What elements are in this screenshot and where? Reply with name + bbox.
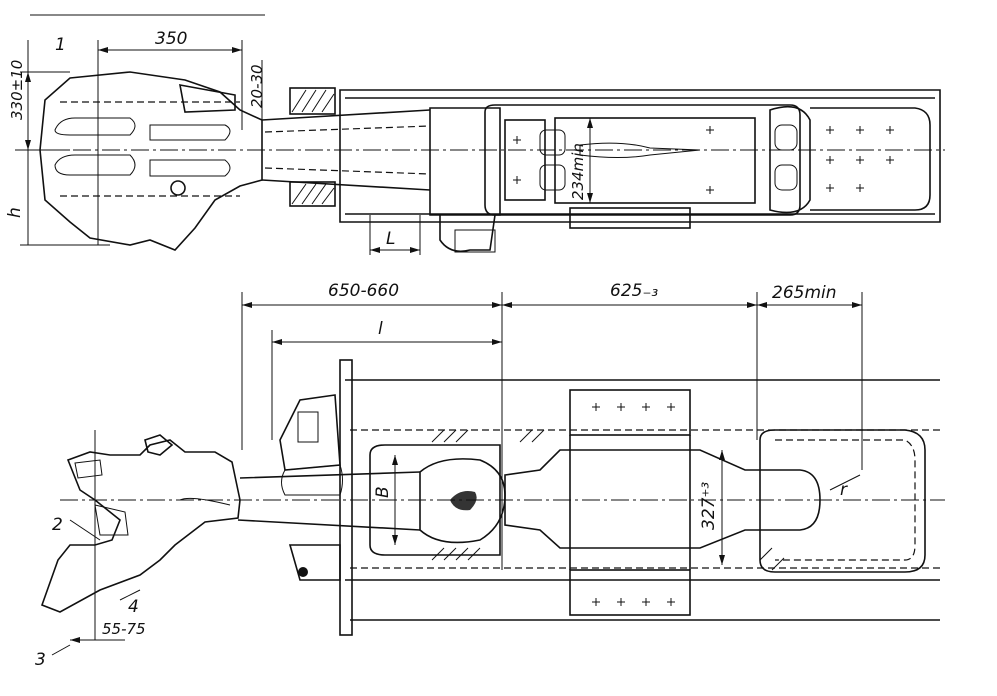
top-yoke — [429, 107, 501, 216]
top-front-stop-lower — [289, 181, 336, 207]
label-r: r — [840, 480, 848, 500]
callout-4: 4 — [128, 597, 139, 617]
bottom-striker-plate — [339, 359, 353, 636]
label-B: B — [373, 486, 393, 498]
top-draft-gear — [484, 104, 801, 216]
bottom-yoke — [369, 444, 501, 556]
label-234: 234min — [569, 143, 587, 200]
bottom-rivets — [592, 403, 675, 606]
label-625: 625₋₃ — [610, 281, 658, 301]
callout-1: 1 — [55, 35, 66, 55]
bottom-draft-gear — [504, 449, 821, 549]
label-265: 265min — [772, 283, 837, 303]
callout-3: 3 — [35, 650, 46, 670]
callout-2: 2 — [52, 515, 63, 535]
label-327: 327⁺³ — [699, 482, 719, 530]
bottom-follower-bottom — [569, 569, 691, 616]
label-650-660: 650-660 — [328, 281, 399, 301]
bottom-shank — [237, 471, 421, 531]
label-55-75: 55-75 — [102, 620, 146, 638]
top-coupler-head — [39, 71, 263, 251]
label-h: h — [5, 207, 25, 218]
bottom-view — [40, 292, 945, 656]
top-view — [15, 14, 945, 255]
label-l: l — [378, 319, 383, 339]
label-350: 350 — [155, 29, 187, 49]
top-draft-sill — [339, 89, 941, 223]
label-330: 330±10 — [8, 60, 26, 120]
top-front-stop-upper — [289, 87, 336, 115]
bottom-hatching — [431, 429, 785, 571]
label-20-30: 20-30 — [248, 64, 266, 108]
label-L: L — [386, 229, 395, 249]
bottom-rear-stop — [759, 429, 926, 573]
top-rivets — [513, 126, 894, 194]
bottom-draft-sill — [345, 379, 940, 581]
bottom-coupler-head — [40, 439, 241, 613]
bottom-front-stop — [279, 394, 341, 471]
bottom-follower-top — [569, 389, 691, 436]
top-rear-stop — [769, 105, 811, 214]
